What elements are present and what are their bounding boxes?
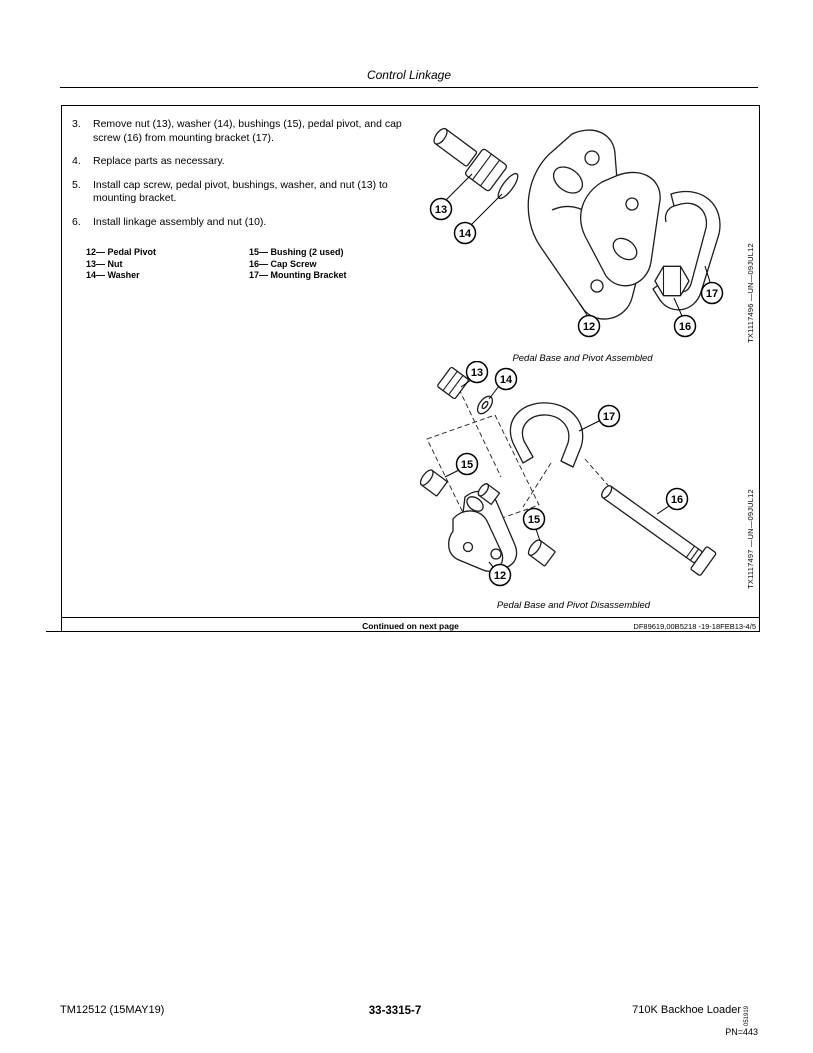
callout-label: 15 bbox=[461, 459, 473, 471]
step-number: 6. bbox=[72, 215, 81, 228]
callout-12: 12 bbox=[577, 303, 601, 338]
callout-label: 15 bbox=[528, 514, 540, 526]
procedure-steps: 3. Remove nut (13), washer (14), bushing… bbox=[72, 118, 414, 239]
callout-16: 16 bbox=[673, 297, 697, 338]
footer-model-name: 710K Backhoe Loader bbox=[632, 1004, 741, 1016]
nut-part bbox=[464, 148, 508, 192]
callout-15b: 15 bbox=[522, 507, 546, 542]
callout-label: 12 bbox=[494, 570, 506, 582]
footer-pn: PN=443 bbox=[725, 1027, 758, 1037]
callout-label: 14 bbox=[500, 374, 513, 386]
callout-13: 13 bbox=[460, 361, 489, 388]
callout-label: 17 bbox=[603, 411, 615, 423]
callout-label: 14 bbox=[459, 228, 472, 240]
legend-item: 16— Cap Screw bbox=[249, 258, 317, 269]
legend-column-1: 12— Pedal Pivot 13— Nut 14— Washer bbox=[86, 247, 249, 282]
figure-caption-disassembled: Pedal Base and Pivot Disassembled bbox=[496, 600, 651, 611]
callout-label: 13 bbox=[471, 367, 483, 379]
legend-item: 12— Pedal Pivot bbox=[86, 247, 157, 257]
callout-label: 16 bbox=[671, 494, 683, 506]
callout-label: 17 bbox=[706, 288, 718, 300]
legend-item: 14— Washer bbox=[86, 270, 140, 280]
callout-17: 17 bbox=[700, 265, 724, 305]
continued-note: Continued on next page bbox=[362, 621, 459, 631]
legend-item: 17— Mounting Bracket bbox=[249, 270, 347, 280]
step-text: Remove nut (13), washer (14), bushings (… bbox=[93, 118, 402, 144]
callout-12: 12 bbox=[488, 561, 512, 587]
callout-label: 16 bbox=[679, 321, 691, 333]
pedal-base-plates-part bbox=[527, 129, 661, 320]
pedal-base-part bbox=[448, 482, 518, 572]
callout-label: 13 bbox=[435, 204, 447, 216]
cap-screw-part bbox=[601, 485, 717, 576]
callout-16: 16 bbox=[656, 487, 689, 515]
washer-part bbox=[497, 172, 519, 200]
footer-date-stamp: 051919 bbox=[744, 1005, 750, 1026]
parts-legend: 12— Pedal Pivot 13— Nut 14— Washer 15— B… bbox=[86, 247, 429, 282]
callout-label: 12 bbox=[583, 321, 595, 333]
step-text: Replace parts as necessary. bbox=[93, 155, 225, 167]
legend-item: 13— Nut bbox=[86, 258, 123, 269]
figure-disassembled-drawing: 13 14 17 15 15 bbox=[419, 361, 717, 587]
figure-id-disassembled: TX1117497 —UN—09JUL12 bbox=[746, 489, 755, 589]
mounting-bracket-part bbox=[652, 190, 721, 311]
legend-item: 15— Bushing (2 used) bbox=[249, 247, 344, 257]
callout-17: 17 bbox=[578, 404, 621, 432]
callout-15a: 15 bbox=[444, 452, 479, 478]
figure-assembled-drawing: 13 14 12 16 17 bbox=[429, 127, 724, 338]
step-item: 5. Install cap screw, pedal pivot, bushi… bbox=[72, 179, 414, 206]
document-ref: DF89619,00B5218 -19-18FEB13-4/5 bbox=[633, 622, 756, 631]
fold-mark bbox=[46, 631, 61, 632]
bracket-part bbox=[509, 402, 584, 468]
bushing-part-1 bbox=[419, 469, 448, 497]
step-item: 6. Install linkage assembly and nut (10)… bbox=[72, 216, 414, 230]
figure-id-assembled: TX1117496 —UN—09JUL12 bbox=[746, 243, 755, 343]
figure-caption-assembled: Pedal Base and Pivot Assembled bbox=[512, 353, 653, 364]
step-item: 4. Replace parts as necessary. bbox=[72, 155, 414, 169]
step-text: Install linkage assembly and nut (10). bbox=[93, 215, 267, 228]
callout-13: 13 bbox=[429, 173, 473, 221]
bushing-part-2 bbox=[527, 539, 556, 567]
washer-part bbox=[476, 395, 494, 415]
step-number: 5. bbox=[72, 178, 81, 191]
content-box: 3. Remove nut (13), washer (14), bushing… bbox=[61, 105, 760, 632]
callout-14: 14 bbox=[453, 193, 503, 245]
page-header-title: Control Linkage bbox=[366, 68, 452, 82]
step-text: Install cap screw, pedal pivot, bushings… bbox=[93, 178, 388, 205]
step-item: 3. Remove nut (13), washer (14), bushing… bbox=[72, 118, 414, 145]
footer-page-number: 33-3315-7 bbox=[368, 1005, 422, 1017]
section-footer: Continued on next page DF89619,00B5218 -… bbox=[62, 617, 759, 633]
pivot-shaft-part bbox=[433, 127, 478, 167]
nut-part bbox=[437, 366, 469, 400]
header-rule bbox=[60, 87, 758, 88]
footer-manual-id: TM12512 (15MAY19) bbox=[60, 1004, 165, 1016]
legend-column-2: 15— Bushing (2 used) 16— Cap Screw 17— M… bbox=[249, 247, 429, 282]
callout-14: 14 bbox=[488, 367, 518, 400]
step-number: 4. bbox=[72, 155, 81, 167]
step-number: 3. bbox=[72, 118, 81, 130]
cap-screw-head-part bbox=[654, 265, 690, 297]
